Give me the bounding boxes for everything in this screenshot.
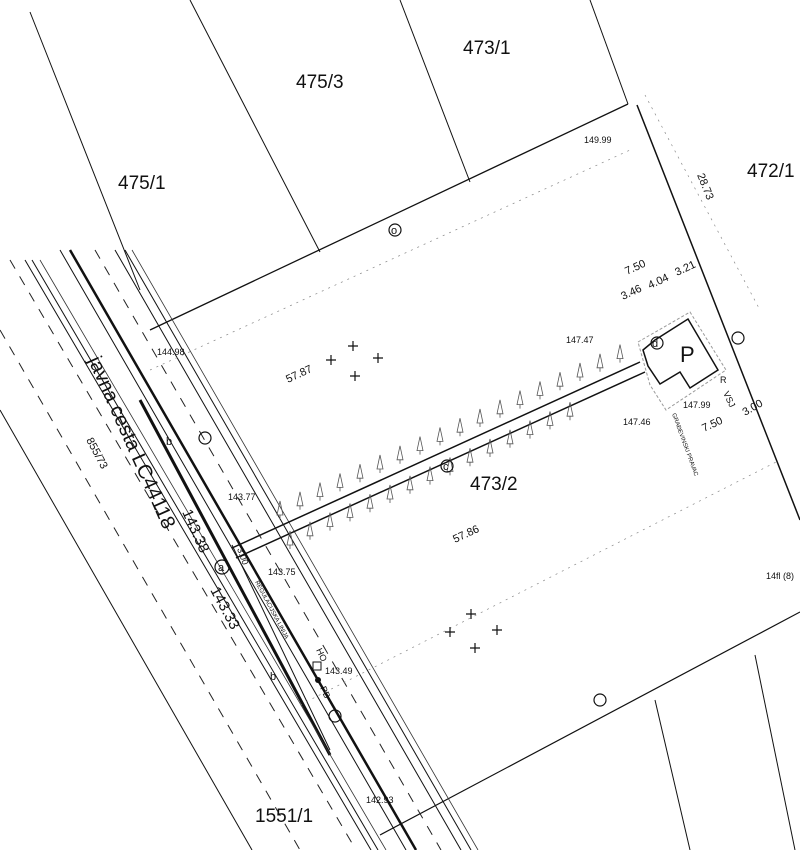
parcel-473-1: 473/1 (463, 38, 511, 59)
marker-r: R (720, 375, 727, 385)
elevation-label: 147.46 (623, 417, 651, 427)
parcel-boundaries (29, 0, 800, 850)
dimension-label: 3.21 (673, 259, 697, 279)
tree-icon (336, 473, 344, 492)
marker-o: o (391, 225, 397, 237)
tree-icon (466, 448, 474, 467)
tree-icon (396, 445, 404, 464)
tree-icon (296, 491, 304, 510)
regulation-line-label: REGULACIJSKA LINIJA (253, 580, 289, 640)
tree-icon (566, 402, 574, 421)
pb-point-icon (315, 677, 321, 683)
tree-icon (366, 494, 374, 513)
tree-icon (556, 372, 564, 391)
tree-icon (576, 362, 584, 381)
tree-icon (346, 503, 354, 522)
tree-icon (326, 512, 334, 531)
elevation-label: 143.75 (268, 567, 296, 577)
tree-icon (316, 482, 324, 501)
cross-markers (326, 341, 502, 653)
circle-markers (198, 223, 745, 723)
marker-vsj: VSJ (721, 390, 737, 409)
tree-icon (356, 464, 364, 483)
tree-icon (276, 500, 284, 519)
dimension-label: 28.73 (694, 172, 715, 202)
elevation-label: 14fl (8) (766, 571, 794, 581)
marker-a: a (218, 562, 225, 574)
marker-c: c (443, 461, 449, 473)
tree-icon (506, 429, 514, 448)
tree-icon (406, 475, 414, 494)
dimension-label: 57.87 (284, 363, 314, 386)
tree-icon (536, 381, 544, 400)
tree-icon (476, 408, 484, 427)
dimension-label: 7.50 (623, 258, 647, 278)
dimension-label: 4.04 (646, 272, 670, 292)
dimension-label: 3.00 (741, 397, 766, 418)
marker-ho: HO (314, 647, 329, 663)
tree-icon (306, 521, 314, 540)
parcel-475-1: 475/1 (118, 173, 166, 194)
tree-icon (286, 530, 294, 549)
elevation-label: 144.98 (157, 347, 185, 357)
elevation-label: 147.99 (683, 400, 711, 410)
building (637, 311, 727, 411)
tree-icon (526, 420, 534, 439)
marker-d: d (652, 338, 658, 350)
elevation-label: 147.47 (566, 335, 594, 345)
road-lines (0, 249, 479, 850)
elevation-label: 149.99 (584, 135, 612, 145)
tree-icon (416, 436, 424, 455)
marker-b: b (166, 436, 172, 448)
marker-pb: PB (318, 685, 332, 700)
tree-icon (516, 390, 524, 409)
tree-icon (486, 438, 494, 457)
tree-icon (546, 411, 554, 430)
tree-icon (386, 484, 394, 503)
parcel-472-1: 472/1 (747, 161, 795, 182)
dimension-label: 57.86 (451, 523, 481, 546)
tree-icon (456, 418, 464, 437)
dimension-label: 3.46 (619, 283, 643, 303)
parcel-475-3: 475/3 (296, 72, 344, 93)
parcel-855-73: 855/73 (83, 436, 109, 471)
parcel-473-2: 473/2 (470, 474, 518, 495)
tree-icon (616, 344, 624, 363)
elevation-label: 143.77 (228, 492, 256, 502)
ho-box-icon (312, 661, 322, 671)
tree-icon (496, 399, 504, 418)
marker-b: b (270, 671, 276, 683)
tree-icon (436, 427, 444, 446)
elevation-label: 143.33 (206, 584, 243, 633)
dimension-label: 7.50 (700, 415, 724, 435)
elevation-label: 143.49 (325, 666, 353, 676)
building-line-label: GRAĐEVINSKI PRAVAC (670, 413, 699, 478)
elevation-label: 142.93 (366, 795, 394, 805)
parking-label: P (680, 342, 695, 367)
tree-icon (426, 466, 434, 485)
tree-icon (596, 353, 604, 372)
tree-symbols (276, 344, 624, 549)
tree-icon (376, 454, 384, 473)
parcel-1551-1: 1551/1 (255, 806, 313, 827)
